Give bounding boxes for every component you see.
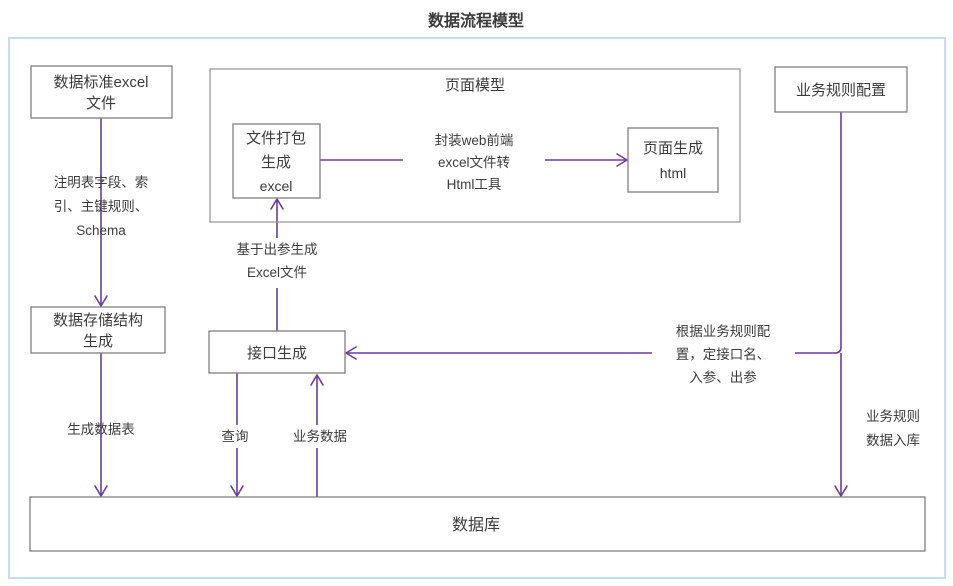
edge-label-rule-to-database-line-2: 数据入库 (866, 433, 920, 448)
node-database[interactable]: 数据库 (29, 496, 926, 552)
edge-database-to-interface (310, 374, 324, 497)
node-data-storage-structure-line-1: 数据存储结构 (53, 312, 143, 329)
node-data-standard-excel-line-2: 文件 (86, 95, 116, 112)
edge-label-package-to-page-line-3: Html工具 (447, 177, 502, 192)
edge-label-rule-to-interface-line-2: 置，定接口名、 (676, 346, 771, 362)
edge-label-interface-query-line-1: 查询 (222, 429, 249, 444)
group-page-model-box (209, 68, 741, 223)
node-database-label: 数据库 (452, 516, 500, 534)
edge-label-rule-to-interface-line-1: 根据业务规则配 (676, 324, 771, 339)
node-file-package-excel[interactable]: 文件打包 生成 excel (232, 123, 321, 199)
edge-label-storage-to-database-line-1: 生成数据表 (67, 422, 135, 437)
edge-rule-to-database (834, 353, 848, 497)
node-data-standard-excel-box[interactable] (30, 65, 173, 119)
edge-label-package-to-page-line-1: 封装web前端 (435, 132, 514, 148)
node-page-generate-html-line-2: html (660, 165, 686, 181)
edge-label-package-to-page: 封装web前端 excel文件转 Html工具 (435, 132, 514, 192)
edge-label-interface-query: 查询 (222, 429, 249, 444)
node-business-rule-config[interactable]: 业务规则配置 (774, 66, 908, 113)
frame-border (8, 37, 946, 579)
node-page-generate-html-line-1: 页面生成 (643, 140, 703, 157)
node-data-standard-excel[interactable]: 数据标准excel 文件 (30, 65, 173, 119)
edge-label-rule-to-interface: 根据业务规则配 置，定接口名、 入参、出参 (676, 324, 771, 385)
node-file-package-excel-box[interactable] (232, 123, 321, 199)
node-file-package-excel-line-2: 生成 (261, 154, 291, 171)
edge-interface-to-package (270, 198, 284, 331)
node-page-generate-html-box[interactable] (627, 127, 719, 193)
edge-interface-query-to-database (230, 373, 244, 497)
node-page-generate-html[interactable]: 页面生成 html (627, 127, 719, 193)
node-database-box[interactable] (29, 496, 926, 552)
node-business-rule-config-box[interactable] (774, 66, 908, 113)
edge-label-database-to-interface-line-1: 业务数据 (293, 429, 347, 444)
edge-label-database-to-interface: 业务数据 (293, 429, 347, 444)
page-title: 数据流程模型 (428, 11, 524, 30)
edge-label-interface-to-package-line-1: 基于出参生成 (237, 241, 318, 257)
node-data-storage-structure-line-2: 生成 (83, 333, 113, 350)
node-business-rule-config-label: 业务规则配置 (796, 82, 886, 99)
edge-label-standard-to-storage-line-3: Schema (76, 223, 126, 238)
edge-package-to-page (320, 153, 628, 167)
node-interface-generate-box[interactable] (208, 330, 346, 374)
edge-standard-to-storage (94, 118, 108, 307)
edge-label-standard-to-storage-line-2: 引、主键规则、 (54, 199, 149, 214)
group-page-model: 页面模型 (209, 68, 741, 223)
edge-label-package-to-page-line-2: excel文件转 (438, 155, 510, 170)
group-page-model-label: 页面模型 (445, 77, 505, 94)
edge-label-interface-to-package: 基于出参生成 Excel文件 (237, 241, 318, 280)
node-data-storage-structure-box[interactable] (30, 306, 166, 354)
node-data-standard-excel-line-1: 数据标准excel (53, 74, 148, 91)
node-file-package-excel-line-1: 文件打包 (246, 130, 306, 147)
edge-label-rule-to-database: 业务规则 数据入库 (866, 409, 920, 448)
node-interface-generate-label: 接口生成 (247, 345, 307, 362)
node-file-package-excel-line-3: excel (260, 178, 293, 194)
edge-rule-to-interface (345, 112, 842, 360)
edge-label-rule-to-interface-line-3: 入参、出参 (689, 369, 757, 385)
node-interface-generate[interactable]: 接口生成 (208, 330, 346, 374)
edge-storage-to-database (94, 353, 108, 497)
edge-label-storage-to-database: 生成数据表 (67, 422, 135, 437)
edge-label-interface-to-package-line-2: Excel文件 (247, 265, 307, 280)
edge-label-standard-to-storage: 注明表字段、索 引、主键规则、 Schema (54, 175, 149, 238)
edge-label-rule-to-database-line-1: 业务规则 (866, 409, 920, 424)
edge-label-standard-to-storage-line-1: 注明表字段、索 (54, 175, 149, 190)
node-data-storage-structure[interactable]: 数据存储结构 生成 (30, 306, 166, 354)
